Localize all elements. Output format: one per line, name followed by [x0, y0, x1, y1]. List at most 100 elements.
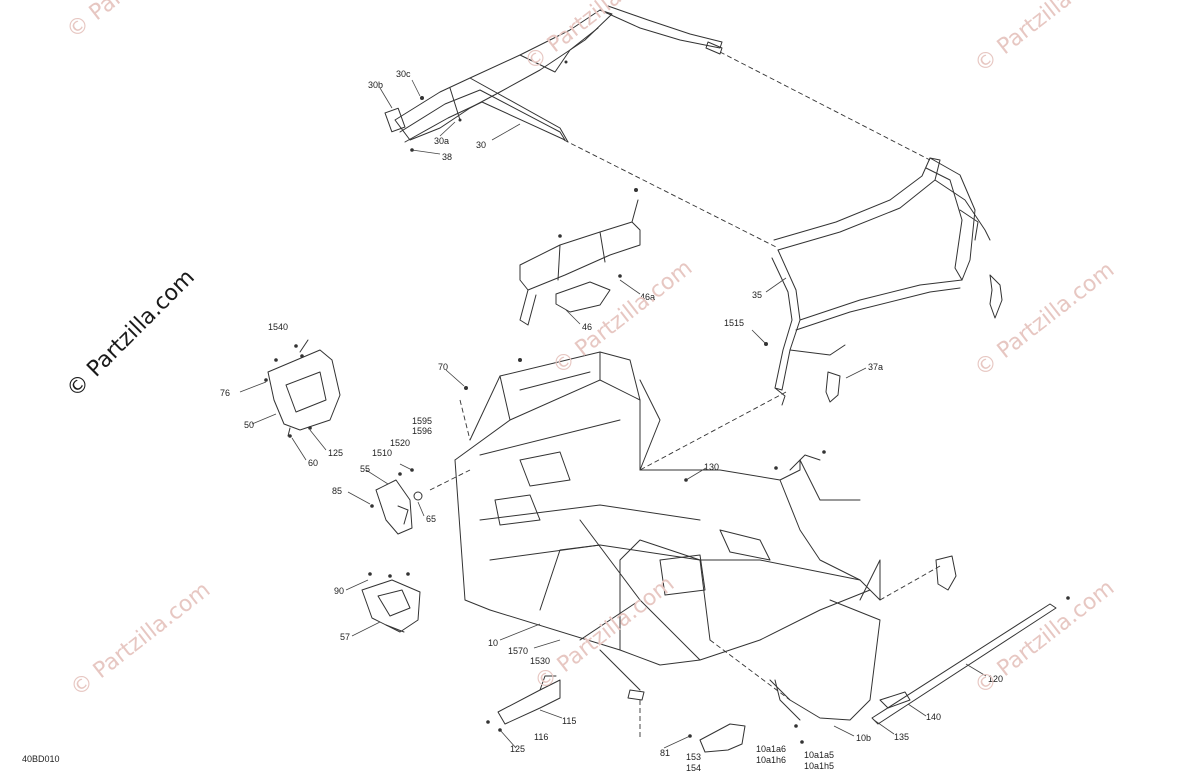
callout-leader	[347, 491, 371, 505]
fastener	[458, 118, 462, 122]
callout-leader	[565, 309, 581, 325]
leader-line	[563, 139, 779, 249]
callout-81: 81	[660, 748, 670, 758]
fastener	[300, 354, 304, 358]
callout-leader	[533, 639, 561, 649]
fastener	[410, 148, 414, 152]
leader-line	[429, 469, 471, 491]
fastener	[800, 740, 804, 744]
callout-140: 140	[926, 712, 941, 722]
callout-85: 85	[332, 486, 342, 496]
leader-line	[459, 399, 471, 441]
callout-leader	[411, 149, 441, 155]
callout-leader	[445, 369, 465, 387]
callout-leader	[873, 719, 895, 735]
fastener	[464, 386, 468, 390]
callout-60: 60	[308, 458, 318, 468]
callout-leader	[345, 579, 369, 591]
bracket-153-part	[699, 723, 746, 753]
fastener	[486, 720, 490, 724]
callout-leader	[239, 381, 267, 393]
callout-90: 90	[334, 586, 344, 596]
fastener	[308, 426, 312, 430]
callout-leader	[685, 467, 707, 481]
callout-10b: 10b	[856, 733, 871, 743]
callout-leader	[365, 469, 389, 485]
callout-10a1h6: 10a1h6	[756, 755, 786, 765]
dash-bracket-part	[519, 199, 641, 326]
callout-55: 55	[360, 464, 370, 474]
callout-leader	[351, 621, 381, 637]
callout-30: 30	[476, 140, 486, 150]
diagram-code: 40BD010	[22, 754, 60, 764]
callout-leader	[751, 329, 767, 345]
mount-bracket-right-part	[935, 555, 957, 591]
fastener	[264, 378, 268, 382]
callout-115: 115	[562, 716, 576, 726]
callout-50: 50	[244, 420, 254, 430]
fastener	[564, 60, 568, 64]
callout-30b: 30b	[368, 80, 383, 90]
rear-cage-part	[771, 157, 1003, 406]
fastener	[294, 344, 298, 348]
callout-130: 130	[704, 462, 719, 472]
fastener	[764, 342, 768, 346]
callout-153: 153	[686, 752, 701, 762]
callout-leader	[765, 277, 787, 293]
fastener	[1066, 596, 1070, 600]
callout-46: 46	[582, 322, 592, 332]
fastener	[406, 572, 410, 576]
fastener	[634, 188, 638, 192]
mount-57-part	[361, 579, 421, 633]
callout-leader	[833, 725, 855, 737]
leader-line	[879, 565, 941, 601]
main-frame-part	[454, 351, 881, 721]
fastener	[822, 450, 826, 454]
fastener	[518, 358, 522, 362]
callout-10: 10	[488, 638, 498, 648]
fastener	[498, 728, 502, 732]
callout-1596: 1596	[412, 426, 432, 436]
callout-30a: 30a	[434, 136, 449, 146]
fastener	[420, 96, 424, 100]
callout-135: 135	[894, 732, 909, 742]
callout-1510: 1510	[372, 448, 392, 458]
callout-1595: 1595	[412, 416, 432, 426]
callout-leader	[663, 735, 691, 749]
fastener	[368, 572, 372, 576]
callout-37a: 37a	[868, 362, 883, 372]
callout-125-upper: 125	[328, 448, 343, 458]
callout-120: 120	[988, 674, 1003, 684]
callout-10a1h5: 10a1h5	[804, 761, 834, 771]
callout-116: 116	[534, 732, 548, 742]
callout-1520: 1520	[390, 438, 410, 448]
leader-line	[639, 391, 787, 471]
fastener	[684, 478, 688, 482]
callout-154: 154	[686, 763, 701, 773]
callout-70: 70	[438, 362, 448, 372]
callout-125-lower: 125	[510, 744, 525, 754]
callout-leader	[965, 663, 987, 677]
callout-leader	[499, 729, 517, 749]
callout-leader	[379, 87, 393, 109]
callout-1515: 1515	[724, 318, 744, 328]
callout-leader	[291, 437, 307, 461]
fastener	[274, 358, 278, 362]
side-rail-part	[871, 603, 1057, 725]
fastener	[370, 504, 374, 508]
callout-leader	[417, 501, 425, 517]
bracket-115-part	[497, 675, 561, 725]
callout-1540: 1540	[268, 322, 288, 332]
roof-cage-part	[384, 5, 723, 143]
callout-57: 57	[340, 632, 350, 642]
bracket-50-part	[267, 339, 341, 437]
callout-leader	[491, 123, 521, 141]
callout-leader	[907, 703, 927, 717]
callout-leader	[309, 429, 327, 451]
callout-10a1a6: 10a1a6	[756, 744, 786, 754]
callout-leader	[619, 279, 641, 295]
callout-35: 35	[752, 290, 762, 300]
callout-65: 65	[426, 514, 436, 524]
fastener	[288, 434, 292, 438]
